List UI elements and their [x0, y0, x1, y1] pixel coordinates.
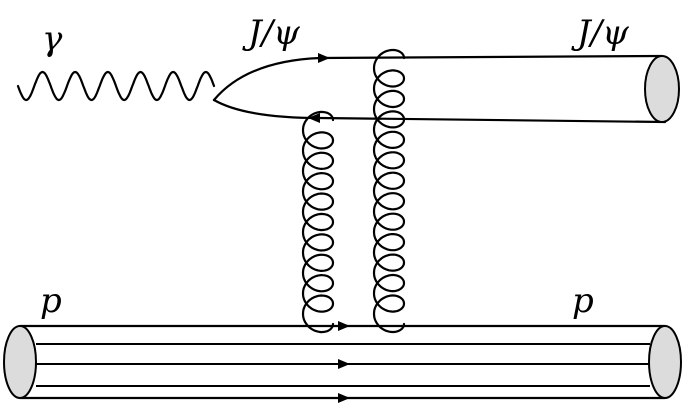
proton-cap-right	[648, 325, 682, 399]
quark-line-upper	[212, 54, 664, 102]
jpsi-end-cap	[644, 55, 680, 123]
proton-cap-left	[3, 325, 37, 399]
quark-arrow-upper	[318, 53, 330, 63]
jpsi-label-left: J/ψ	[242, 13, 300, 53]
photon-label: γ	[42, 19, 63, 59]
gluon-left	[301, 110, 335, 334]
quark-line-lower	[212, 98, 667, 124]
gluon-right	[372, 48, 406, 334]
proton-arrow-2	[338, 359, 350, 369]
quark-arrow-lower	[308, 113, 320, 123]
proton-label-right: p	[572, 281, 594, 321]
proton-arrow-1	[338, 321, 350, 331]
jpsi-label-right: J/ψ	[571, 13, 629, 53]
proton-label-left: p	[40, 281, 62, 321]
photon-wavy-line	[16, 70, 216, 102]
proton-arrow-3	[338, 393, 350, 403]
